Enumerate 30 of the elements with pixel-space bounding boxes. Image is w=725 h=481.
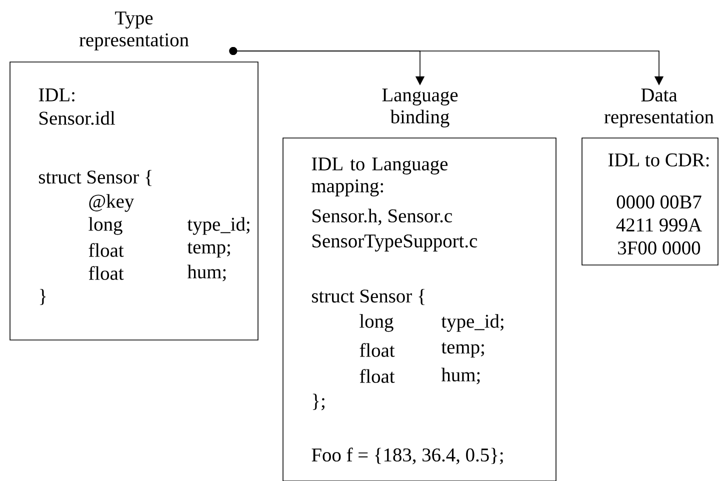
code-text: } bbox=[40, 288, 46, 306]
code-text: temp; bbox=[441, 342, 484, 358]
code-text: long bbox=[88, 217, 122, 235]
code-text: Sensor.idl bbox=[40, 111, 115, 125]
code-text: type_id; bbox=[441, 314, 504, 332]
code-text: IDL: bbox=[38, 88, 74, 102]
box-heading: Language binding bbox=[382, 88, 458, 128]
code-text: float bbox=[88, 243, 124, 257]
code-text: Foo f = {183, 36.4, 0.5}; bbox=[312, 448, 503, 464]
code-text: hum; bbox=[441, 368, 480, 384]
code-text: float bbox=[360, 343, 395, 357]
code-text: 3F00 0000 bbox=[618, 241, 700, 255]
box-heading: Type representation bbox=[79, 12, 189, 50]
code-text: IDL to Language mapping: bbox=[312, 158, 448, 196]
code-text: temp; bbox=[187, 242, 230, 258]
code-text: hum; bbox=[187, 264, 226, 282]
code-text: 0000 00B7 bbox=[616, 195, 702, 209]
code-text: long bbox=[360, 314, 394, 332]
code-text: struct Sensor { bbox=[312, 288, 425, 306]
code-text: Sensor.h, Sensor.c bbox=[312, 208, 452, 226]
code-text: float bbox=[88, 266, 124, 280]
code-text: SensorTypeSupport.c bbox=[312, 234, 478, 252]
code-text: }; bbox=[312, 394, 324, 410]
code-text: struct Sensor { bbox=[39, 170, 152, 186]
code-text: 4211 999A bbox=[616, 218, 702, 232]
code-text: float bbox=[360, 369, 395, 383]
code-text: IDL to CDR: bbox=[608, 153, 709, 167]
code-text: @key bbox=[89, 194, 134, 212]
box-heading: Data representation bbox=[604, 88, 714, 128]
code-text: type_id; bbox=[187, 217, 250, 235]
